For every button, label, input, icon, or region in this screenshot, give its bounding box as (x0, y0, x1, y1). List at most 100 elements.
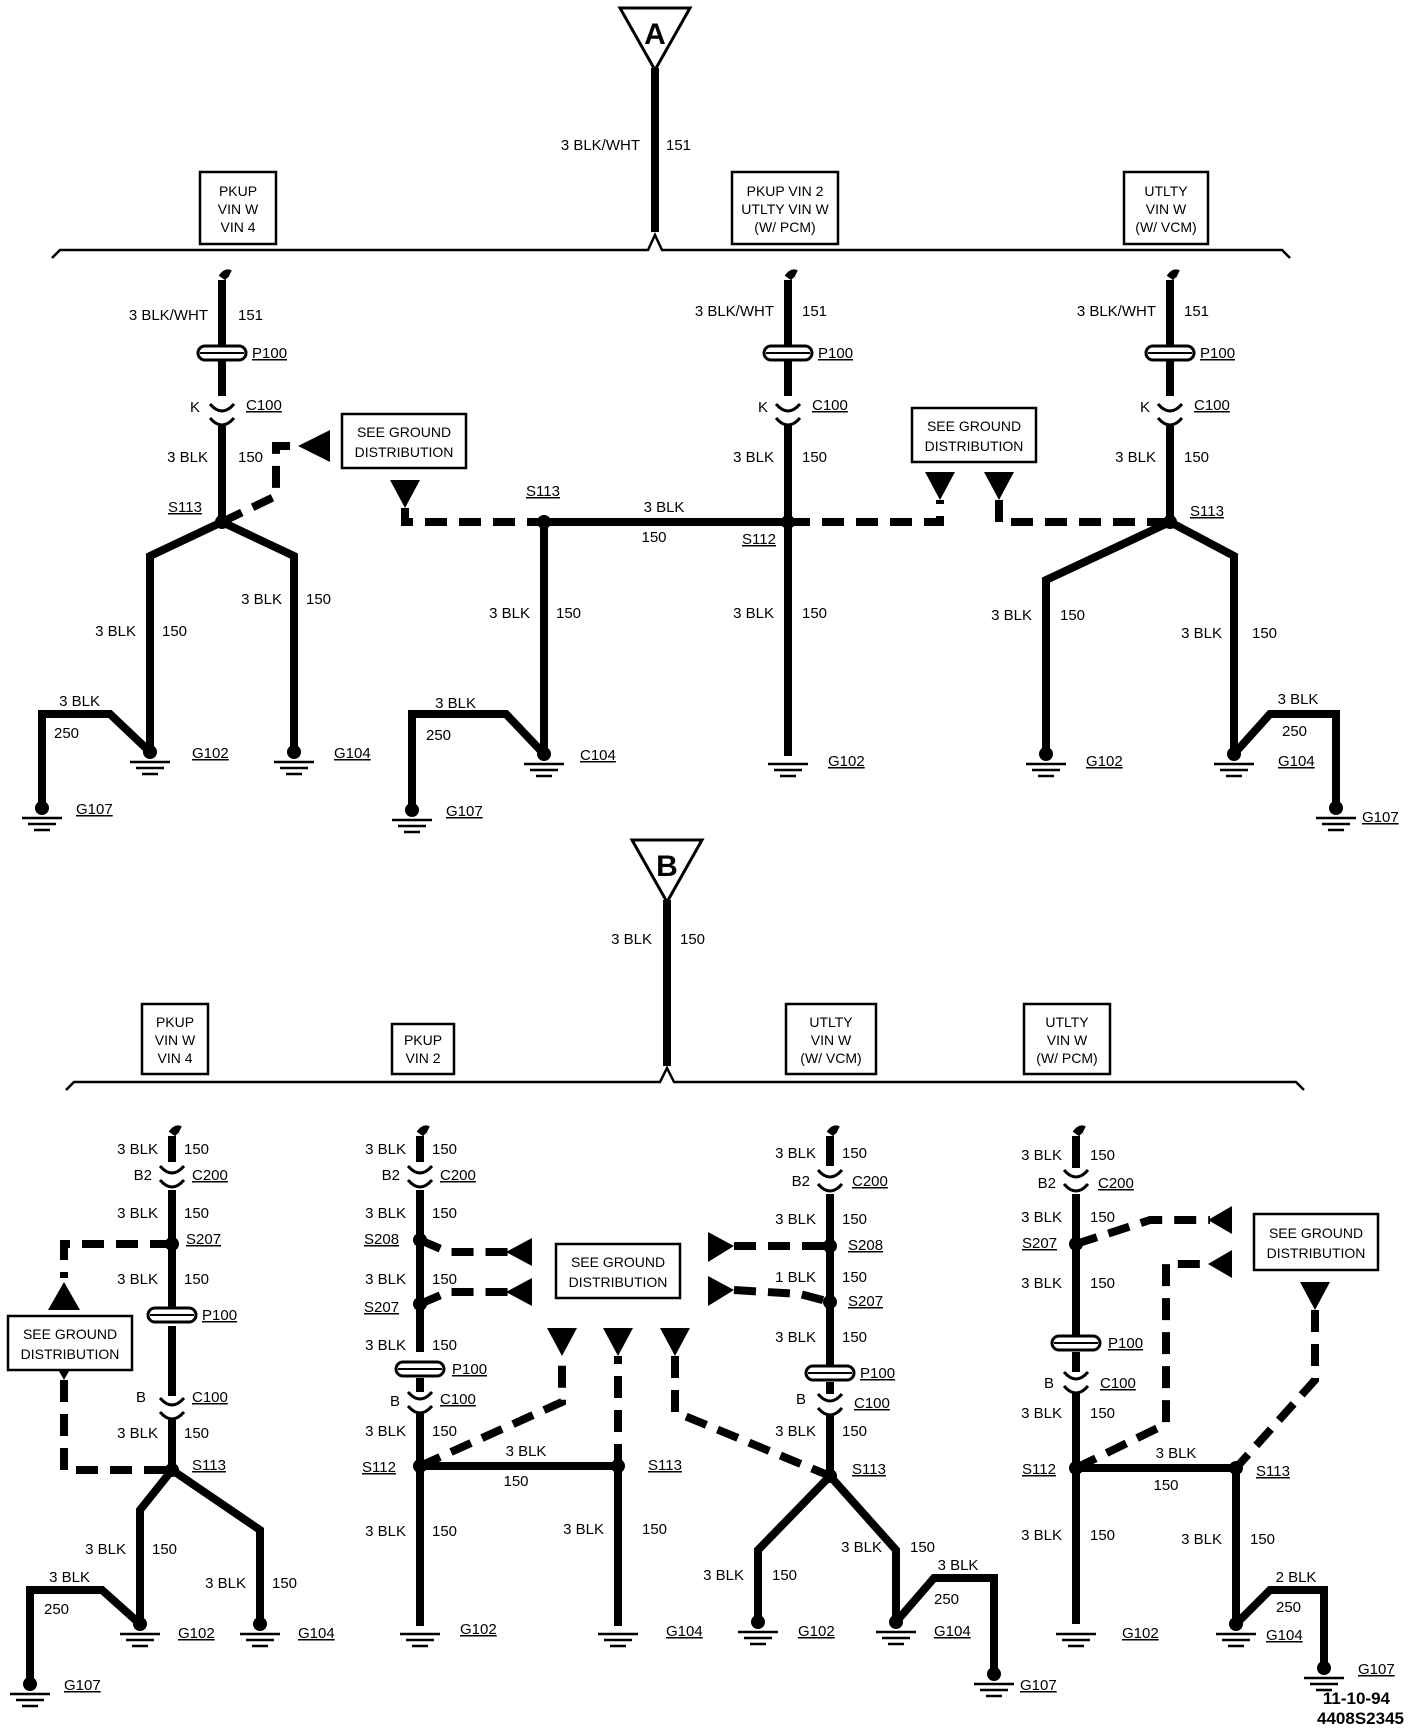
svg-text:B: B (136, 1389, 146, 1406)
svg-text:150: 150 (306, 591, 331, 608)
see-ground-distribution-box-b2: SEE GROUND DISTRIBUTION (554, 1242, 682, 1300)
svg-text:VIN W: VIN W (811, 1032, 852, 1048)
svg-text:150: 150 (842, 1269, 867, 1286)
svg-text:1 BLK: 1 BLK (775, 1269, 816, 1286)
svg-text:3 BLK: 3 BLK (938, 1557, 979, 1574)
svg-text:SEE GROUND: SEE GROUND (1269, 1225, 1363, 1241)
svg-text:C100: C100 (812, 397, 848, 414)
variant-box-pkup-vin-2-pcm: PKUP VIN 2 UTLTY VIN W (W/ PCM) (730, 170, 840, 246)
svg-text:SEE GROUND: SEE GROUND (357, 424, 451, 440)
svg-text:S208: S208 (364, 1231, 399, 1248)
svg-text:PKUP: PKUP (219, 183, 257, 199)
svg-text:PKUP: PKUP (404, 1032, 442, 1048)
svg-text:G104: G104 (1266, 1627, 1303, 1644)
svg-text:B2: B2 (1038, 1175, 1056, 1192)
svg-text:3 BLK: 3 BLK (117, 1205, 158, 1222)
svg-text:3 BLK: 3 BLK (506, 1443, 547, 1460)
svg-text:3 BLK: 3 BLK (1021, 1209, 1062, 1226)
svg-text:3 BLK: 3 BLK (1278, 691, 1319, 708)
svg-text:C100: C100 (1194, 397, 1230, 414)
connector-b-label: B (656, 850, 678, 883)
figure-footer: 11-10-94 4408S2345 (1317, 1689, 1404, 1728)
svg-text:150: 150 (842, 1329, 867, 1346)
variant-box-b-pkup-vin-w-vin-4: PKUP VIN W VIN 4 (140, 1002, 210, 1076)
svg-text:G107: G107 (64, 1677, 101, 1694)
svg-text:G104: G104 (334, 745, 371, 762)
svg-text:UTLTY: UTLTY (1045, 1014, 1089, 1030)
svg-text:G104: G104 (666, 1623, 703, 1640)
svg-text:150: 150 (842, 1423, 867, 1440)
bottom-column-3: 3 BLK 150 B2 C200 3 BLK 150 S208 1 BLK 1… (660, 1125, 1057, 1698)
svg-text:150: 150 (184, 1425, 209, 1442)
see-ground-distribution-box-b4: SEE GROUND DISTRIBUTION (1252, 1212, 1380, 1272)
variant-box-b-pkup-vin-2: PKUP VIN 2 (390, 1022, 456, 1076)
svg-text:150: 150 (556, 605, 581, 622)
svg-text:150: 150 (1060, 607, 1085, 624)
svg-text:G104: G104 (1278, 753, 1315, 770)
connector-a: A (617, 6, 693, 74)
svg-text:C200: C200 (852, 1173, 888, 1190)
svg-text:250: 250 (54, 725, 79, 742)
svg-text:3 BLK: 3 BLK (365, 1523, 406, 1540)
svg-text:150: 150 (642, 1521, 667, 1538)
svg-text:G104: G104 (934, 1623, 971, 1640)
svg-text:150: 150 (772, 1567, 797, 1584)
svg-text:DISTRIBUTION: DISTRIBUTION (355, 444, 454, 460)
svg-text:150: 150 (432, 1205, 457, 1222)
svg-text:S113: S113 (648, 1457, 682, 1474)
top-section: A 3 BLK/WHT 151 PKUP VIN W VIN 4 PKUP VI… (22, 6, 1399, 834)
svg-text:S207: S207 (186, 1231, 221, 1248)
svg-text:3 BLK: 3 BLK (775, 1423, 816, 1440)
svg-text:G107: G107 (1358, 1661, 1395, 1678)
svg-text:150: 150 (1090, 1147, 1115, 1164)
svg-text:150: 150 (432, 1523, 457, 1540)
svg-text:3 BLK: 3 BLK (59, 693, 100, 710)
svg-text:UTLTY: UTLTY (1144, 183, 1188, 199)
svg-text:150: 150 (503, 1473, 528, 1490)
svg-text:3 BLK: 3 BLK (365, 1141, 406, 1158)
variant-box-b-utlty-vcm: UTLTY VIN W (W/ VCM) (784, 1002, 878, 1076)
svg-text:150: 150 (842, 1145, 867, 1162)
c100-connector (208, 402, 236, 413)
svg-text:3 BLK: 3 BLK (1021, 1275, 1062, 1292)
svg-text:2 BLK: 2 BLK (1276, 1569, 1317, 1586)
svg-text:150: 150 (432, 1423, 457, 1440)
svg-text:3 BLK: 3 BLK (733, 449, 774, 466)
svg-text:G102: G102 (828, 753, 865, 770)
svg-text:3 BLK: 3 BLK (95, 623, 136, 640)
svg-text:150: 150 (184, 1141, 209, 1158)
variant-box-b-utlty-pcm: UTLTY VIN W (W/ PCM) (1022, 1002, 1112, 1076)
svg-text:G102: G102 (460, 1621, 497, 1638)
svg-text:150: 150 (802, 605, 827, 622)
svg-text:PKUP: PKUP (156, 1014, 194, 1030)
svg-text:B: B (390, 1393, 400, 1410)
svg-text:3 BLK: 3 BLK (1021, 1147, 1062, 1164)
svg-text:150: 150 (1090, 1209, 1115, 1226)
variant-box-pkup-vin-w-vin-4: PKUP VIN W VIN 4 (198, 170, 278, 246)
svg-text:150: 150 (1184, 449, 1209, 466)
svg-text:3 BLK: 3 BLK (489, 605, 530, 622)
svg-text:3 BLK/WHT: 3 BLK/WHT (129, 307, 208, 324)
svg-text:G107: G107 (76, 801, 113, 818)
svg-text:G107: G107 (446, 803, 483, 820)
svg-text:PKUP VIN 2: PKUP VIN 2 (747, 183, 824, 199)
svg-text:B: B (1044, 1375, 1054, 1392)
svg-text:G107: G107 (1020, 1677, 1057, 1694)
svg-text:150: 150 (910, 1539, 935, 1556)
svg-text:P100: P100 (1108, 1335, 1143, 1352)
feed-wire-a-size: 3 BLK/WHT (561, 137, 640, 154)
svg-text:150: 150 (432, 1141, 457, 1158)
svg-text:3 BLK: 3 BLK (167, 449, 208, 466)
svg-text:G102: G102 (1086, 753, 1123, 770)
svg-text:3 BLK: 3 BLK (703, 1567, 744, 1584)
svg-text:150: 150 (1250, 1531, 1275, 1548)
svg-text:C100: C100 (192, 1389, 228, 1406)
svg-text:3 BLK: 3 BLK (435, 695, 476, 712)
svg-text:S113: S113 (192, 1457, 226, 1474)
svg-text:S113: S113 (168, 499, 202, 516)
svg-text:3 BLK: 3 BLK (365, 1271, 406, 1288)
svg-text:S112: S112 (362, 1459, 396, 1476)
svg-text:151: 151 (1184, 303, 1209, 320)
svg-text:P100: P100 (452, 1361, 487, 1378)
svg-text:150: 150 (1090, 1527, 1115, 1544)
